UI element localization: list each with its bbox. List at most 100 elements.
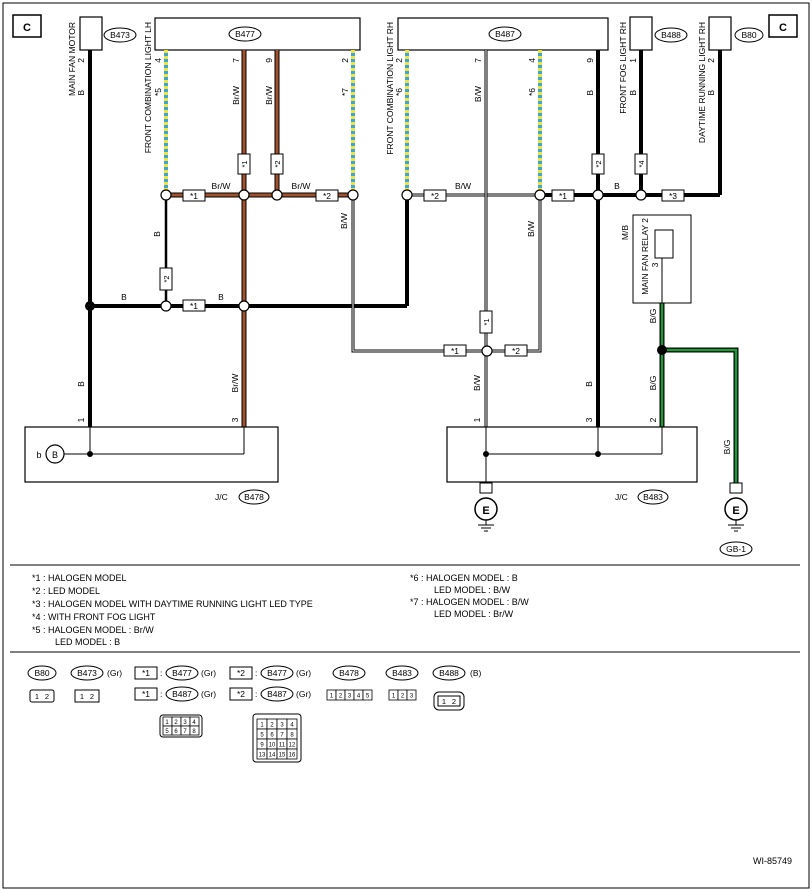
note-5a: *5 : HALOGEN MODEL : Br/W [32,625,154,635]
wire-label-rh-9: B [585,90,595,96]
svg-text::: : [255,689,257,699]
connector-main-fan-motor [79,16,103,51]
label-mb: M/B [620,225,630,240]
jc-label-left: J/C [215,492,228,502]
note-1: *1 : HALOGEN MODEL [32,573,127,583]
label-relay: MAIN FAN RELAY 2 [640,218,650,295]
star-drl-3: *3 [669,191,677,201]
connector-fog-rh [629,16,653,51]
legend-star2-b: *2 [237,689,245,699]
legend-b80-pin1: 1 [35,692,39,701]
junction-circles [160,189,647,357]
wire-label-bw-low: B/W [472,375,482,391]
tag-b80 [734,27,764,43]
junction-solid-left [85,301,95,311]
tag-b488 [654,27,688,43]
star-lh-bus-2: *2 [323,191,331,201]
legend-b477-a [165,665,199,681]
legend-b477-a-label: B477 [172,668,192,678]
legend-star1-b: *1 [142,689,150,699]
legend-b478 [332,665,366,681]
pin-jc483-2: 2 [648,417,658,422]
note-7b: LED MODEL : Br/W [434,609,514,619]
tag-b487 [488,26,522,42]
legend-b477-b-color: (Gr) [296,668,311,678]
legend-b483-label: B483 [392,668,412,678]
legend-b477-a-color: (Gr) [201,668,216,678]
star-bw-bus-2: *2 [512,346,520,356]
legend-star2-box-a [229,666,253,680]
wire-label-bg-low: B/G [648,376,658,391]
tag-b483 [637,489,669,505]
star-rh-pin9-2: *2 [594,160,603,167]
pin-jc483-1: 1 [472,417,482,422]
legend-b80 [27,665,57,681]
b-circle-label: B [52,450,58,460]
legend-pin-cell [406,689,417,701]
star-rh-bus-2: *2 [431,191,439,201]
tag-b80-label: B80 [741,30,756,40]
pin-rh-9: 9 [585,58,595,63]
pin-jc478-1: 1 [76,417,86,422]
tag-b483-label: B483 [643,492,663,502]
legend-b488-color: (B) [470,668,482,678]
pin-drl-2: 2 [706,58,716,63]
wire-label-bw-rh: B/W [526,221,536,237]
p8-1: 1 [165,720,169,726]
junction-solid-relay [657,345,667,355]
tag-b477-label: B477 [235,29,255,39]
legend-star1-box-b [134,687,158,701]
legend-b488-label: B488 [439,668,459,678]
legend-pin-number: 4 [290,723,294,729]
legend-pin-number: 11 [279,743,286,749]
legend-b80-pin2: 2 [45,692,49,701]
p8-2: 2 [174,720,178,726]
star-rh-6b: *6 [527,88,537,96]
legend-pin-number: 3 [410,694,414,700]
legend-b487-b-label: B487 [267,689,287,699]
legend-pin-number: 15 [279,753,286,759]
note-4: *4 : WITH FRONT FOG LIGHT [32,612,156,622]
corner-box-right [768,14,798,38]
pin-lh-2: 2 [340,58,350,63]
legend-b487-a-color: (Gr) [201,689,216,699]
star-rh-bus-1: *1 [559,191,567,201]
corner-label-left: C [23,22,31,34]
wire-label-lh-bus-2: Br/W [292,181,311,191]
wire-label-bg-ground: B/G [722,440,732,455]
legend-8pin-grid [162,716,200,736]
pin-lh-9: 9 [264,58,274,63]
connector-drl-rh [708,16,732,51]
pin-fog-1: 1 [628,58,638,63]
legend-b487-b-color: (Gr) [296,689,311,699]
ground-connector-jc [479,482,493,494]
wire-label-drl: B [706,90,716,96]
legend-pin-number: 1 [392,694,396,700]
star-lh-pin7-1: *1 [240,160,249,167]
p8-3: 3 [183,720,187,726]
legend-star1-a: *1 [142,668,150,678]
legend-b80-label: B80 [34,668,49,678]
tag-b473 [103,27,137,43]
pin-lh-4: 4 [153,58,163,63]
legend-pin-number: 2 [401,694,405,700]
corner-box-left [12,14,42,38]
tag-b478-label: B478 [244,492,264,502]
wire-label-b-horiz-1: B [121,292,127,302]
pin-rh-4: 4 [527,58,537,63]
tag-b477 [228,26,262,42]
legend-b473-label: B473 [77,668,97,678]
legend-b473-pin1: 1 [80,692,84,701]
p8-6: 6 [174,729,178,735]
svg-text::: : [255,668,257,678]
legend-b483 [385,665,419,681]
legend-pin-number: 8 [290,733,294,739]
wire-bw-rh-drop [487,195,542,353]
legend-b488 [432,665,466,681]
ground-label-jc: E [482,505,489,517]
legend-pin-cell [362,689,373,701]
note-6a: *6 : HALOGEN MODEL : B [410,573,518,583]
wire-label-fog: B [628,90,638,96]
tag-b488-label: B488 [661,30,681,40]
